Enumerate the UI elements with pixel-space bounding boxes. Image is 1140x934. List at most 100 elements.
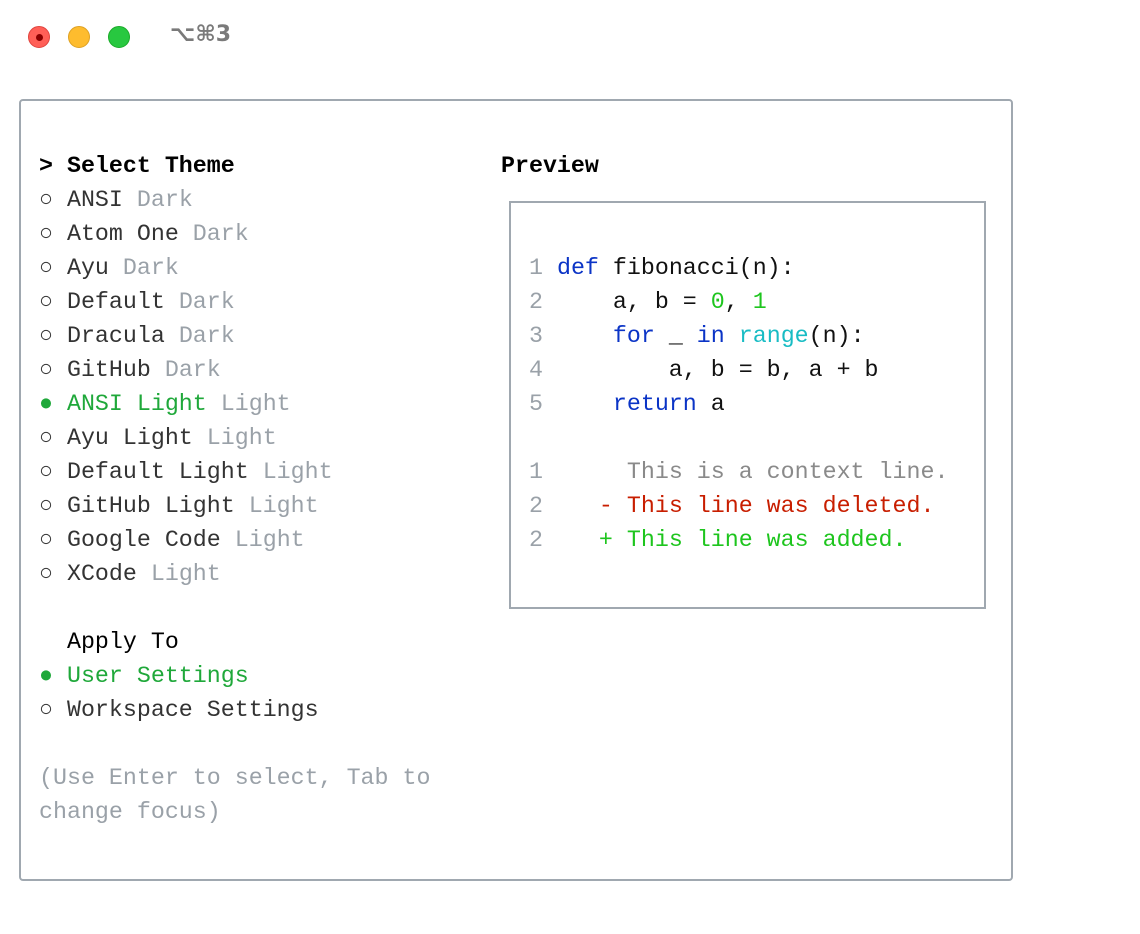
theme-list-title: Select Theme bbox=[66, 153, 235, 179]
apply-to-option[interactable]: ● User Settings bbox=[39, 659, 249, 693]
theme-option[interactable]: ○ GitHub Dark bbox=[39, 353, 221, 387]
theme-name: ANSI bbox=[66, 187, 123, 213]
hint-line-2: change focus) bbox=[39, 799, 221, 825]
code-token: for bbox=[612, 323, 655, 349]
line-number: 2 bbox=[529, 289, 543, 315]
radio-icon: ○ bbox=[39, 459, 67, 485]
diff-line: 2 - This line was deleted. bbox=[529, 489, 934, 523]
code-line: 1 def fibonacci(n): bbox=[529, 251, 795, 285]
theme-option[interactable]: ○ Atom One Dark bbox=[39, 217, 249, 251]
theme-option[interactable]: ○ Dracula Dark bbox=[39, 319, 235, 353]
code-line: 2 a, b = 0, 1 bbox=[529, 285, 767, 319]
theme-option[interactable]: ○ GitHub Light Light bbox=[39, 489, 319, 523]
code-token bbox=[725, 323, 739, 349]
apply-to-title: Apply To bbox=[66, 629, 179, 655]
theme-type: Light bbox=[150, 561, 221, 587]
theme-type: Light bbox=[220, 391, 291, 417]
code-line: 4 a, b = b, a + b bbox=[529, 353, 879, 387]
diff-marker: + bbox=[542, 527, 627, 553]
radio-icon: ○ bbox=[39, 425, 67, 451]
line-number: 3 bbox=[529, 323, 543, 349]
theme-type: Dark bbox=[178, 323, 235, 349]
theme-option[interactable]: ○ Ayu Dark bbox=[39, 251, 179, 285]
maximize-window-button[interactable] bbox=[108, 26, 130, 48]
code-token: a bbox=[696, 391, 725, 417]
theme-name: Default Light bbox=[66, 459, 249, 485]
code-token: 1 bbox=[752, 289, 767, 315]
theme-option[interactable]: ○ Google Code Light bbox=[39, 523, 305, 557]
line-number: 1 bbox=[529, 255, 543, 281]
theme-type: Dark bbox=[164, 357, 221, 383]
code-token bbox=[557, 323, 613, 349]
theme-name: Default bbox=[66, 289, 165, 315]
diff-marker bbox=[543, 459, 627, 485]
radio-icon: ○ bbox=[39, 527, 67, 553]
radio-icon: ○ bbox=[39, 697, 67, 723]
apply-to-label: User Settings bbox=[66, 663, 249, 689]
focus-caret: > bbox=[39, 153, 67, 179]
theme-dialog bbox=[19, 99, 1013, 881]
theme-name: XCode bbox=[66, 561, 137, 587]
theme-list-heading: > Select Theme bbox=[39, 149, 235, 183]
theme-option[interactable]: ○ Default Light Light bbox=[39, 455, 333, 489]
theme-option[interactable]: ○ XCode Light bbox=[39, 557, 221, 591]
hint-line-1: (Use Enter to select, Tab to bbox=[39, 765, 431, 791]
diff-text: This line was added. bbox=[626, 527, 907, 553]
theme-type: Dark bbox=[192, 221, 249, 247]
diff-marker: - bbox=[542, 493, 627, 519]
theme-name: Atom One bbox=[66, 221, 179, 247]
theme-option[interactable]: ○ Default Dark bbox=[39, 285, 235, 319]
apply-to-option[interactable]: ○ Workspace Settings bbox=[39, 693, 319, 727]
diff-line: 1 This is a context line. bbox=[529, 455, 948, 489]
window-title: ⌥⌘3 bbox=[170, 22, 232, 47]
radio-icon: ○ bbox=[39, 187, 67, 213]
theme-name: Dracula bbox=[66, 323, 165, 349]
theme-type: Dark bbox=[178, 289, 235, 315]
code-token: (n): bbox=[808, 323, 865, 349]
code-token: 0 bbox=[710, 289, 725, 315]
theme-type: Light bbox=[206, 425, 277, 451]
code-line: 5 return a bbox=[529, 387, 725, 421]
theme-type: Dark bbox=[122, 255, 179, 281]
radio-icon: ○ bbox=[39, 357, 67, 383]
diff-text: This line was deleted. bbox=[626, 493, 935, 519]
preview-box bbox=[509, 201, 986, 609]
radio-icon: ○ bbox=[39, 255, 67, 281]
radio-icon: ○ bbox=[39, 289, 67, 315]
code-token: , bbox=[724, 289, 753, 315]
apply-to-heading: Apply To bbox=[39, 625, 179, 659]
diff-text: This is a context line. bbox=[626, 459, 949, 485]
theme-option[interactable]: ● ANSI Light Light bbox=[39, 387, 291, 421]
radio-icon: ○ bbox=[39, 323, 67, 349]
theme-name: Ayu Light bbox=[66, 425, 193, 451]
theme-type: Light bbox=[234, 527, 305, 553]
theme-type: Light bbox=[248, 493, 319, 519]
code-token: def bbox=[556, 255, 599, 281]
line-number: 2 bbox=[529, 493, 543, 519]
preview-title: Preview bbox=[501, 153, 599, 179]
line-number: 4 bbox=[529, 357, 543, 383]
line-number: 1 bbox=[529, 459, 543, 485]
theme-name: Google Code bbox=[66, 527, 221, 553]
theme-option[interactable]: ○ ANSI Dark bbox=[39, 183, 193, 217]
apply-to-label: Workspace Settings bbox=[66, 697, 319, 723]
close-window-button[interactable] bbox=[28, 26, 50, 48]
code-token: a, b = bbox=[556, 289, 711, 315]
theme-name: GitHub Light bbox=[66, 493, 235, 519]
theme-type: Dark bbox=[136, 187, 193, 213]
theme-name: GitHub bbox=[66, 357, 151, 383]
minimize-window-button[interactable] bbox=[68, 26, 90, 48]
diff-line: 2 + This line was added. bbox=[529, 523, 906, 557]
theme-option[interactable]: ○ Ayu Light Light bbox=[39, 421, 277, 455]
code-token: return bbox=[612, 391, 697, 417]
radio-icon: ○ bbox=[39, 561, 67, 587]
theme-type: Light bbox=[262, 459, 333, 485]
radio-icon: ○ bbox=[39, 221, 67, 247]
theme-name: ANSI Light bbox=[66, 391, 207, 417]
radio-icon: ○ bbox=[39, 493, 67, 519]
code-token: fibonacci(n): bbox=[598, 255, 795, 281]
line-number: 5 bbox=[529, 391, 543, 417]
code-token: range bbox=[738, 323, 809, 349]
code-line: 3 for _ in range(n): bbox=[529, 319, 865, 353]
theme-name: Ayu bbox=[66, 255, 109, 281]
